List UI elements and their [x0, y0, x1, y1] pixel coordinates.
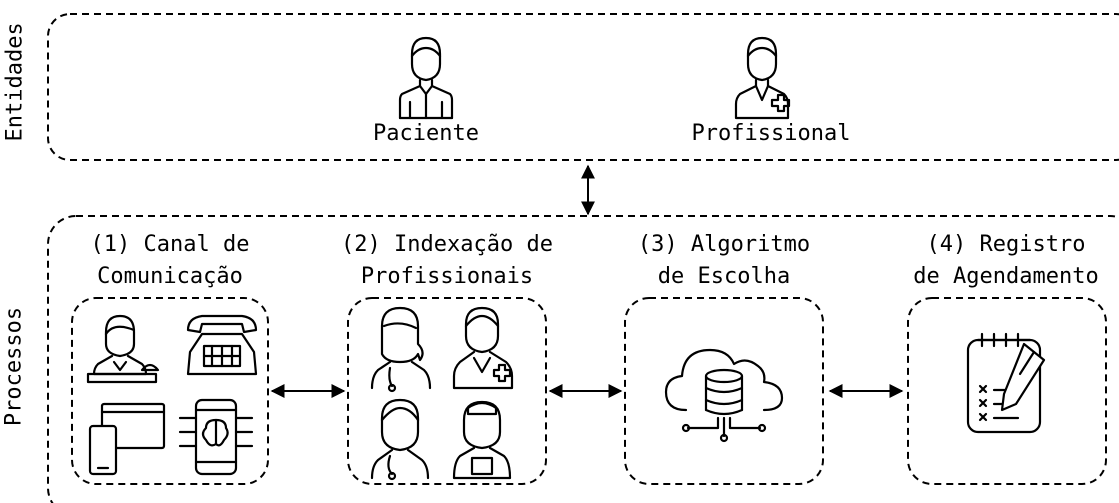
process-box-1 — [71, 297, 269, 485]
checklist-edit-icon — [966, 332, 1046, 434]
entity-label-paciente: Paciente — [373, 121, 479, 146]
process-4-title-line2: de Agendamento — [913, 264, 1099, 289]
process-box-2 — [347, 297, 547, 485]
entity-label-profissional: Profissional — [691, 121, 851, 146]
entities-section-label: Entidades — [2, 22, 28, 142]
male-nurse-icon — [452, 306, 514, 390]
process-3-title-line1: (3) Algoritmo — [637, 232, 811, 257]
entities-container — [47, 13, 1119, 161]
processes-section-label: Processos — [1, 306, 27, 427]
process-1-title-line2: Comunicação — [97, 264, 243, 289]
process-4-title-line1: (4) Registro — [926, 232, 1086, 257]
doctor-icon — [734, 36, 791, 120]
ai-brain-phone-icon — [178, 398, 254, 476]
process-box-3 — [624, 297, 824, 485]
process-1-title-line1: (1) Canal de — [90, 232, 250, 257]
process-3-title-line2: de Escolha — [657, 264, 791, 289]
patient-icon — [398, 36, 454, 120]
receptionist-icon — [86, 314, 160, 384]
telephone-icon — [186, 314, 258, 376]
female-doctor-icon — [370, 306, 432, 393]
processes-container — [47, 215, 1119, 503]
cloud-database-icon — [664, 348, 784, 443]
devices-icon — [88, 402, 166, 476]
female-nurse-icon — [452, 400, 512, 480]
male-doctor-icon — [370, 398, 430, 481]
process-2-title-line2: Profissionais — [360, 264, 534, 289]
process-2-title-line1: (2) Indexação de — [341, 232, 553, 257]
process-box-4 — [907, 297, 1107, 485]
